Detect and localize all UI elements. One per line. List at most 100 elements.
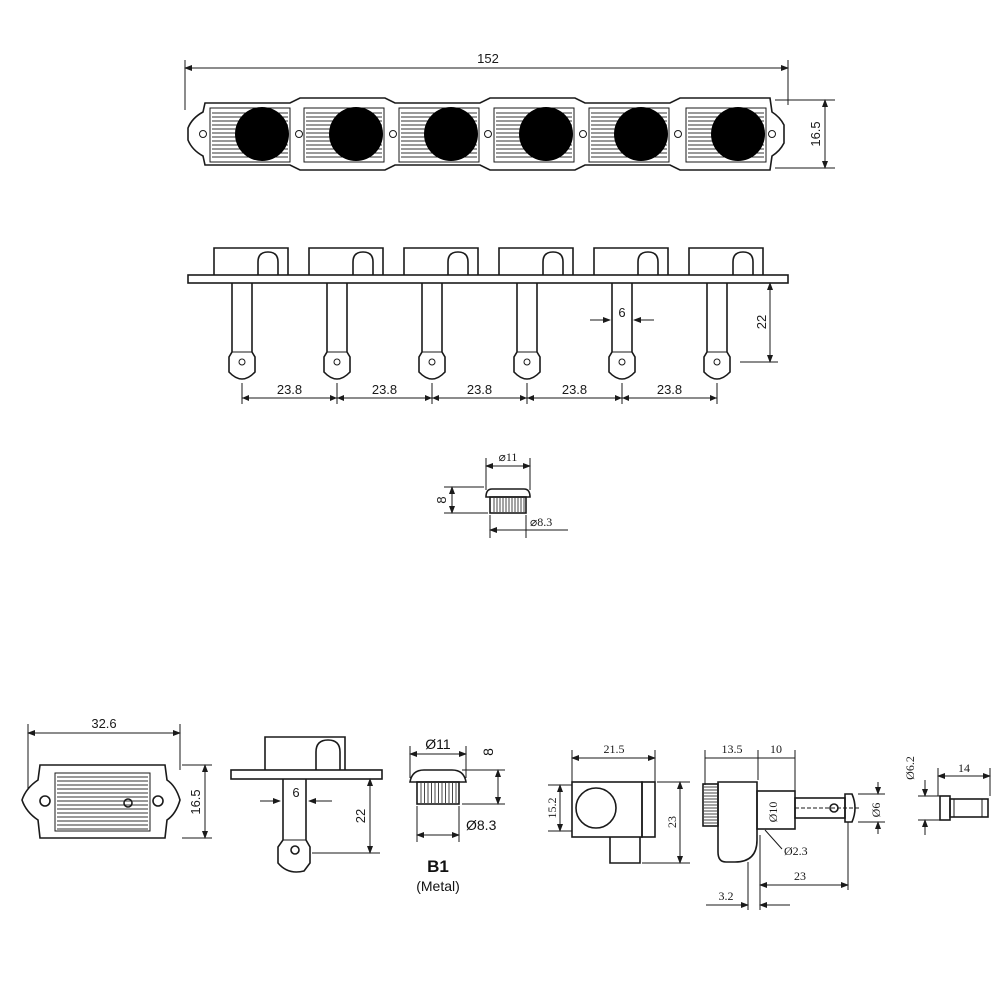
tuner-plate (588, 107, 682, 163)
plate-panel (493, 107, 575, 163)
arrow-head (432, 395, 439, 401)
housing-arch (637, 251, 659, 275)
screw-hole (39, 795, 51, 807)
housing (593, 247, 669, 275)
b1-flange (409, 769, 467, 783)
screw-hole (152, 795, 164, 807)
tuner-shaft (688, 247, 764, 404)
tuner-shaft (403, 247, 479, 404)
shaft (513, 283, 541, 380)
tuner-shaft (308, 247, 384, 404)
housing (498, 247, 574, 275)
gear-length-label: 23 (794, 869, 806, 883)
housing-arch (257, 251, 279, 275)
hole-diameter-label: Ø6 (869, 803, 883, 818)
housing-arch (315, 739, 341, 770)
bushing-detail: ⌀11 8 ⌀8.3 (434, 450, 568, 538)
string-hole (713, 358, 721, 366)
spacing-label: 23.8 (277, 382, 302, 397)
washer-length-label: 14 (958, 761, 970, 775)
screw-hole (123, 798, 133, 808)
screw-hole (768, 130, 776, 138)
gear-height-label: 23 (665, 816, 679, 828)
bushing-barrel (489, 496, 527, 514)
single-plate-hatching (57, 776, 148, 830)
tuner-knob (614, 107, 668, 161)
gear-knurl-lines (704, 786, 717, 824)
tuner-knob (424, 107, 478, 161)
housing-arch (352, 251, 374, 275)
single-side-view: 6 22 (230, 736, 383, 873)
shaft (608, 283, 636, 380)
single-top-view: 32.6 16.5 (21, 716, 212, 839)
gear-post-cap (844, 793, 856, 823)
strip-base-plate (187, 274, 789, 284)
pin-leader (764, 829, 783, 850)
b1-outer-diameter-label: Ø11 (425, 736, 451, 752)
shaft-diameter-label: 6 (618, 305, 625, 320)
single-shaft-length-label: 22 (353, 809, 368, 823)
string-hole (333, 358, 341, 366)
pin-diameter-label: Ø2.3 (784, 844, 808, 858)
arrow-head (242, 395, 249, 401)
offset-label: 3.2 (719, 889, 734, 903)
spacing-label: 23.8 (562, 382, 587, 397)
washer-head (939, 795, 951, 821)
screw-hole (295, 130, 303, 138)
b1-inner-diameter-label: Ø8.3 (466, 817, 497, 833)
screw-hole (199, 130, 207, 138)
shaft (418, 283, 446, 380)
b1-height-label: 8 (480, 748, 496, 756)
shaft (323, 283, 351, 380)
housing (213, 247, 289, 275)
tuner-shaft (498, 247, 574, 404)
screw-hole (484, 130, 492, 138)
plate-panel (685, 107, 767, 163)
string-hole (290, 845, 300, 855)
bushing-outer-diameter-label: ⌀11 (499, 450, 518, 464)
tuner-plate (493, 107, 587, 163)
housing (403, 247, 479, 275)
arrow-head (520, 395, 527, 401)
gear-front-view: 21.5 15.2 23 (545, 742, 690, 864)
plate-panel (588, 107, 670, 163)
washer-detail: Ø6.2 14 (903, 756, 991, 835)
gear-dim-a-label: 13.5 (722, 742, 743, 756)
gear-post-circle (575, 787, 617, 829)
b1-subtitle: (Metal) (416, 878, 460, 894)
bushing-inner-diameter-label: ⌀8.3 (530, 515, 552, 529)
shaft (228, 283, 256, 380)
shaft (703, 283, 731, 380)
knob-height-label: 15.2 (545, 798, 559, 819)
screw-hole (674, 130, 682, 138)
top-view-strip: 152 16.5 (184, 51, 835, 171)
arrow-head (622, 395, 629, 401)
tuner-plate (398, 107, 492, 163)
tuner-shafts (213, 247, 764, 404)
arrow-head (425, 395, 432, 401)
screw-hole (389, 130, 397, 138)
shaft-length-label: 22 (754, 315, 769, 329)
gear-housing (264, 736, 346, 770)
tuner-knob (711, 107, 765, 161)
string-hole (428, 358, 436, 366)
washer-sleeve (949, 798, 989, 818)
arrow-head (710, 395, 717, 401)
string-hole (523, 358, 531, 366)
b1-barrel (416, 781, 460, 805)
spacing-label: 23.8 (467, 382, 492, 397)
gear-width-label: 21.5 (604, 742, 625, 756)
top-view-height-label: 16.5 (808, 121, 823, 146)
housing (308, 247, 384, 275)
string-hole (618, 358, 626, 366)
gear-worm-boss (609, 837, 641, 864)
spacing-label: 23.8 (372, 382, 397, 397)
plate-panel (398, 107, 480, 163)
single-base-plate (230, 769, 383, 780)
bushing-height-label: 8 (434, 496, 449, 503)
single-shaft-diameter-label: 6 (292, 785, 299, 800)
plate-panel (303, 107, 385, 163)
bushing-knurl (493, 498, 525, 512)
